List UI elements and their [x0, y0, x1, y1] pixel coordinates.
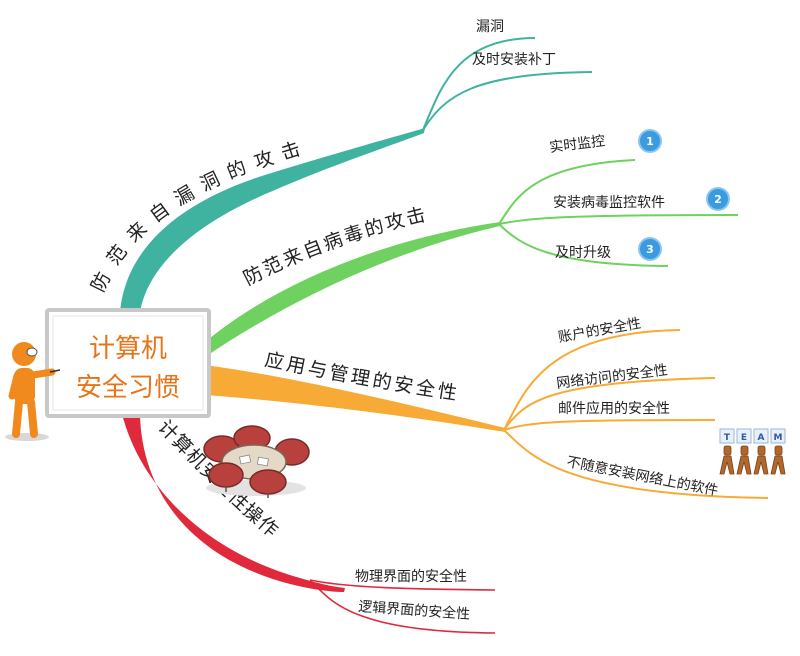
leaf-no-install: 不随意安装网络上的软件: [565, 453, 719, 499]
leaf-line-install-patch: [422, 71, 593, 131]
svg-text:E: E: [741, 433, 747, 443]
meeting-table-icon: [203, 425, 310, 498]
leaf-physical: 物理界面的安全性: [355, 568, 467, 585]
svg-text:2: 2: [714, 193, 722, 206]
leaf-line-antivirus: [498, 214, 739, 225]
team-figures-icon: T E A M: [719, 428, 786, 475]
leaf-line-network: [503, 377, 716, 431]
leaf-line-no-install: [503, 429, 769, 499]
leaf-mail: 邮件应用的安全性: [558, 400, 670, 417]
leaf-realtime: 实时监控: [549, 133, 607, 156]
leaf-network: 网络访问的安全性: [555, 361, 668, 392]
branch-application-trunk: [205, 365, 505, 432]
badge-2: 2: [706, 187, 730, 211]
svg-text:A: A: [758, 433, 765, 443]
leaf-line-upgrade: [498, 223, 669, 267]
branch-vulnerability-trunk: [120, 128, 425, 312]
leaf-patch: 漏洞: [476, 19, 504, 35]
whiteboard: [45, 308, 211, 418]
central-title-line2: 安全习惯: [76, 373, 180, 403]
leaf-antivirus: 安装病毒监控软件: [553, 195, 665, 211]
leaf-line-physical: [309, 579, 496, 591]
svg-text:T: T: [724, 433, 731, 443]
leaf-line-realtime: [498, 159, 636, 225]
branch-application: 应用与管理的安全性 账户的安全性 网络访问的安全性 邮件应用的安全性 不随意安装…: [205, 315, 769, 499]
branch-operation: 计算机安全性操作 物理界面的安全性 逻辑界面的安全性: [120, 405, 496, 634]
svg-text:1: 1: [646, 135, 654, 148]
badge-3: 3: [638, 237, 662, 261]
leaf-line-mail: [503, 419, 716, 431]
svg-text:3: 3: [646, 243, 654, 256]
leaf-line-patch: [422, 37, 536, 131]
leaf-logical: 逻辑界面的安全性: [358, 598, 471, 623]
central-title-line1: 计算机: [89, 334, 167, 364]
svg-text:M: M: [774, 433, 783, 443]
branch-operation-trunk: [120, 405, 345, 592]
badge-1: 1: [638, 129, 662, 153]
central-node: 计算机 安全习惯: [45, 308, 211, 418]
leaf-upgrade: 及时升级: [555, 245, 611, 261]
presenter-figure-icon: [5, 342, 61, 441]
leaf-line-account: [503, 329, 681, 431]
leaf-line-logical: [309, 579, 496, 634]
leaf-install-patch: 及时安装补丁: [472, 52, 556, 68]
